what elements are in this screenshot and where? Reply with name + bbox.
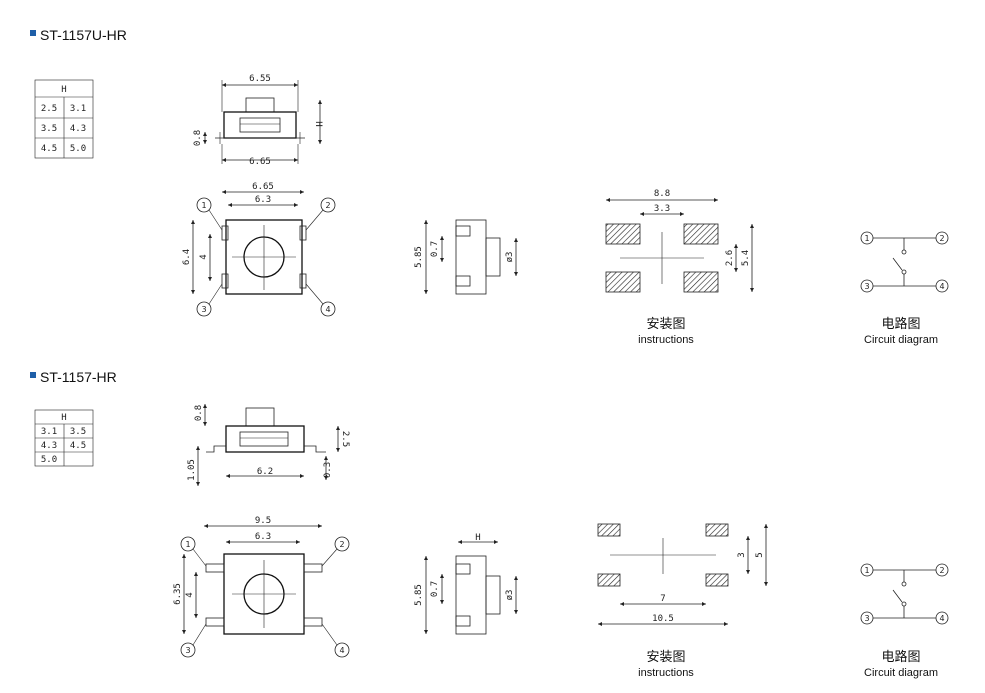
table-header: H (61, 85, 66, 95)
circuit-diagram: 1 2 3 4 电路图 Circuit diagram (860, 231, 949, 346)
pin-number: 1 (864, 566, 869, 575)
section-st-1157-hr: ST-1157-HR H 3.1 3.5 4.3 4.5 5.0 0.8 (30, 369, 949, 679)
pin-number: 1 (201, 201, 206, 210)
caption-en: Circuit diagram (864, 334, 938, 346)
solder-pad (605, 223, 641, 245)
dim-inner-width: 6.3 (255, 532, 271, 542)
dim-inner-height: 2.6 (725, 250, 735, 266)
pin-number: 3 (201, 305, 206, 314)
caption-cn: 安装图 (646, 650, 685, 665)
end-view: H 5.85 0.7 ø3 (414, 533, 518, 635)
dim-outer-height: 5 (755, 552, 765, 557)
table-cell: 4.3 (70, 124, 86, 134)
pin-number: 2 (339, 540, 344, 549)
pin-number: 4 (939, 614, 944, 623)
section-heading: ST-1157U-HR (40, 27, 127, 43)
dim-inner-width: 7 (660, 594, 665, 604)
dim-pad: 0.7 (430, 581, 440, 597)
dim-height-h: H (313, 121, 323, 126)
caption-cn: 电路图 (881, 649, 920, 665)
pin-marker (196, 301, 212, 317)
caption-cn: 安装图 (646, 317, 685, 332)
table-cell: 3.1 (70, 104, 86, 114)
dim-top-gap: 0.8 (194, 405, 204, 421)
dim-right-height: 2.5 (340, 431, 350, 447)
dim-bottom-left: 1.05 (187, 459, 197, 481)
dim-outer-width: 9.5 (255, 516, 271, 526)
top-view: 9.5 6.3 6.35 4 1 2 3 4 (173, 516, 350, 658)
pin-number: 4 (339, 646, 344, 655)
pin-number: 3 (864, 282, 869, 291)
pin-number: 2 (325, 201, 330, 210)
solder-pad (683, 223, 719, 245)
table-cell: 3.5 (70, 427, 86, 437)
dim-height-h: H (475, 533, 480, 543)
dim-diameter: ø3 (505, 252, 515, 263)
section-heading: ST-1157-HR (40, 369, 117, 385)
footprint-drawing: 3 5 7 10.5 安装图 instructions (597, 523, 768, 679)
dim-bottom-right: 0.3 (323, 462, 333, 478)
solder-pad (605, 271, 641, 293)
caption-en: instructions (638, 667, 694, 679)
dim-outer-width: 8.8 (654, 189, 670, 199)
dim-outer-width: 6.65 (252, 182, 274, 192)
dim-height: 5.85 (414, 246, 424, 268)
pin-number: 4 (325, 305, 330, 314)
dim-height: 5.85 (414, 584, 424, 606)
dim-inner-height: 4 (185, 592, 195, 597)
dim-inner-width: 6.3 (255, 195, 271, 205)
table-cell: 3.1 (41, 427, 57, 437)
dim-pad: 0.7 (430, 241, 440, 257)
caption-cn: 电路图 (881, 316, 920, 332)
caption-en: instructions (638, 334, 694, 346)
table-cell: 5.0 (70, 144, 86, 154)
table-cell: 4.3 (41, 441, 57, 451)
pin-number: 4 (939, 282, 944, 291)
table-header: H (61, 413, 66, 423)
pin-number: 2 (939, 566, 944, 575)
pin-marker (196, 197, 212, 213)
section-st-1157u-hr: ST-1157U-HR H 2.5 3.1 3.5 4.3 4.5 5.0 6.… (30, 27, 949, 346)
dim-inner-width: 3.3 (654, 204, 670, 214)
pin-number: 1 (185, 540, 190, 549)
footprint-drawing: 8.8 3.3 2.6 5.4 安装图 instructions (605, 189, 754, 346)
dim-inner-height: 4 (199, 254, 209, 259)
dim-outer-height: 6.35 (173, 583, 183, 605)
side-view: 0.8 2.5 1.05 0.3 6.2 (187, 404, 350, 486)
caption-en: Circuit diagram (864, 667, 938, 679)
table-cell: 4.5 (41, 144, 57, 154)
dim-bottom-width: 6.65 (249, 157, 271, 167)
pin-number: 3 (185, 646, 190, 655)
pin-marker (320, 197, 336, 213)
pin-marker (320, 301, 336, 317)
pin-number: 1 (864, 234, 869, 243)
height-table: H 3.1 3.5 4.3 4.5 5.0 (34, 409, 94, 467)
end-view: 5.85 0.7 ø3 (414, 219, 518, 295)
top-view: 6.65 6.3 6.4 4 1 2 3 4 (182, 182, 336, 317)
table-cell: 3.5 (41, 124, 57, 134)
heading-bullet-icon (30, 30, 36, 36)
heading-bullet-icon (30, 372, 36, 378)
height-table: H 2.5 3.1 3.5 4.3 4.5 5.0 (34, 79, 94, 159)
dim-width: 6.2 (257, 467, 273, 477)
solder-pad (683, 271, 719, 293)
side-view: 6.55 6.65 0.8 H (193, 74, 323, 167)
dim-standoff: 0.8 (193, 130, 203, 146)
dim-top-width: 6.55 (249, 74, 271, 84)
table-cell: 2.5 (41, 104, 57, 114)
table-cell: 4.5 (70, 441, 86, 451)
dim-diameter: ø3 (505, 590, 515, 601)
dim-outer-height: 6.4 (182, 249, 192, 265)
dim-outer-width: 10.5 (652, 614, 674, 624)
table-cell: 5.0 (41, 455, 57, 465)
pin-number: 3 (864, 614, 869, 623)
circuit-diagram: 1 2 3 4 电路图 Circuit diagram (860, 563, 949, 679)
dim-outer-height: 5.4 (741, 250, 751, 266)
pin-number: 2 (939, 234, 944, 243)
dim-inner-height: 3 (737, 552, 747, 557)
